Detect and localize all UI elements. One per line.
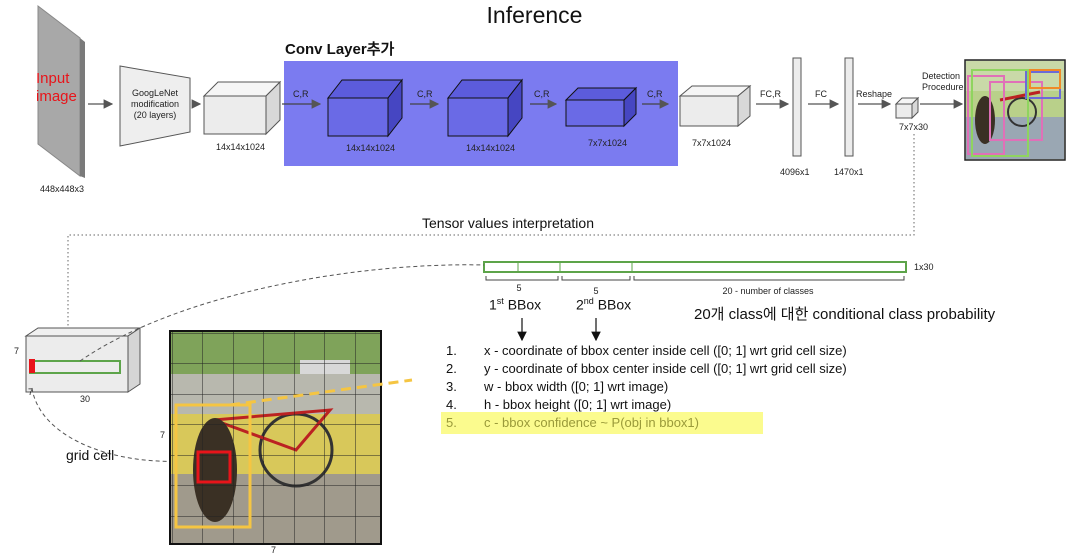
dotted-connector-main [67,134,915,330]
op-fc: FC [815,89,827,99]
dim-d2: 14x14x1024 [346,143,395,153]
dim-d4: 7x7x1024 [588,138,627,148]
detection-output-image [964,59,1066,161]
tensor-box-7x7x30 [24,327,142,393]
googlenet-line2: modification [131,99,179,109]
brace-seg3 [633,276,905,281]
googlenet-line3: (20 layers) [134,110,177,120]
cube-conv-2 [446,78,524,138]
op-cr1: C,R [293,89,309,99]
fc-bar-1470 [844,57,854,157]
list-item: 3.w - bbox width ([0; 1] wrt image) [446,379,669,394]
googlenet-line1: GoogLeNet [132,88,179,98]
dim-d3: 14x14x1024 [466,143,515,153]
op-detection-2: Procedure [922,82,964,92]
input-dim-label: 448x448x3 [40,184,84,194]
bbox-attribute-list: 1.x - coordinate of bbox center inside c… [446,342,847,432]
op-cr4: C,R [647,89,663,99]
dashed-curve-tensor-vector [79,264,485,362]
conv-layer-title: Conv Layer추가 [285,41,395,58]
brace-seg1 [485,276,559,281]
bbox1-prefix: 1 [489,296,497,313]
dim-vector: 1x30 [914,262,934,272]
brace-seg2 [561,276,631,281]
seg1-label: 5 [516,283,521,293]
bbox2-suffix: BBox [593,296,632,313]
seg2-label: 5 [593,286,598,296]
op-detection-1: Detection [922,71,960,81]
list-item: 4.h - bbox height ([0; 1] wrt image) [446,397,672,412]
cube-conv-1 [326,78,404,138]
bbox2-sup: nd [583,296,594,306]
bbox2-label: 2nd BBox [576,296,631,313]
list-item: 2.y - coordinate of bbox center inside c… [446,361,847,376]
bbox2-prefix: 2 [576,296,584,313]
fc-bar-4096 [792,57,802,157]
input-image-label: Input image [36,70,77,105]
bbox1-label: 1st BBox [489,296,541,313]
tensor-depth-label: 30 [80,394,90,404]
dim-d5: 7x7x1024 [692,138,731,148]
bbox1-suffix: BBox [503,296,542,313]
gridded-photo [169,330,382,545]
list-item: 1.x - coordinate of bbox center inside c… [446,343,847,358]
tensor-interpretation-title: Tensor values interpretation [422,215,594,231]
dim-reshape-out: 7x7x30 [899,122,928,132]
vector-1x30 [483,261,907,273]
seg3-label: 20 - number of classes [722,286,814,296]
op-cr2: C,R [417,89,433,99]
cube-conv-3 [564,86,638,128]
bbox1-sup: st [496,296,504,306]
op-fcr: FC,R [760,89,781,99]
dim-fc1: 4096x1 [780,167,810,177]
dashed-curve-grid-cell [31,387,197,462]
page-title: Inference [486,2,583,28]
grid-side-label: 7 [160,430,165,440]
cube-7x7x30 [894,96,920,120]
op-cr3: C,R [534,89,550,99]
googlenet-block [119,65,191,147]
list-item-confidence: 5.c - bbox confidence ~ P(obj in bbox1) [446,415,699,430]
cube-14x14x1024-a [202,80,282,136]
dim-d1: 14x14x1024 [216,142,265,152]
cube-7x7x1024 [678,84,752,128]
grid-bottom-label: 7 [271,545,276,555]
op-reshape: Reshape [856,89,892,99]
class-probability-label: 20개 class에 대한 conditional class probabil… [694,306,996,323]
tensor-side-label: 7 [14,346,19,356]
tensor-bottom-left-label: 7 [28,387,33,397]
input-image-slab [37,4,85,178]
dim-fc2: 1470x1 [834,167,864,177]
confidence-highlight [441,412,763,434]
grid-cell-label: grid cell [66,447,115,463]
yellow-dashed-link [229,378,413,407]
